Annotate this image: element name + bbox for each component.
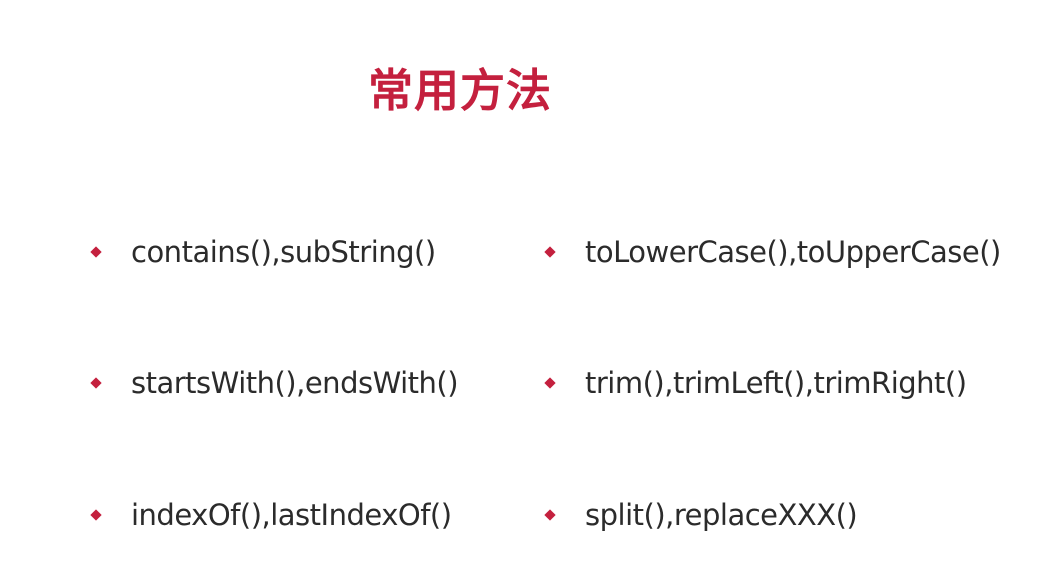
list-item-label: trim(),trimLeft(),trimRight() <box>585 366 967 400</box>
list-item-label: contains(),subString() <box>131 235 436 269</box>
list-item-label: toLowerCase(),toUpperCase() <box>585 235 1001 269</box>
diamond-bullet-icon <box>90 377 102 389</box>
list-item: indexOf(),lastIndexOf() <box>90 495 452 535</box>
list-item: trim(),trimLeft(),trimRight() <box>544 363 967 403</box>
diamond-bullet-icon <box>544 509 556 521</box>
list-item-label: startsWith(),endsWith() <box>131 366 459 400</box>
list-item: contains(),subString() <box>90 232 436 272</box>
slide-title: 常用方法 <box>368 64 553 117</box>
diamond-bullet-icon <box>544 246 556 258</box>
diamond-bullet-icon <box>90 509 102 521</box>
list-item: split(),replaceXXX() <box>544 495 858 535</box>
diamond-bullet-icon <box>90 246 102 258</box>
list-item-label: split(),replaceXXX() <box>585 498 858 532</box>
list-item-label: indexOf(),lastIndexOf() <box>131 498 452 532</box>
list-item: startsWith(),endsWith() <box>90 363 459 403</box>
list-item: toLowerCase(),toUpperCase() <box>544 232 1001 272</box>
diamond-bullet-icon <box>544 377 556 389</box>
